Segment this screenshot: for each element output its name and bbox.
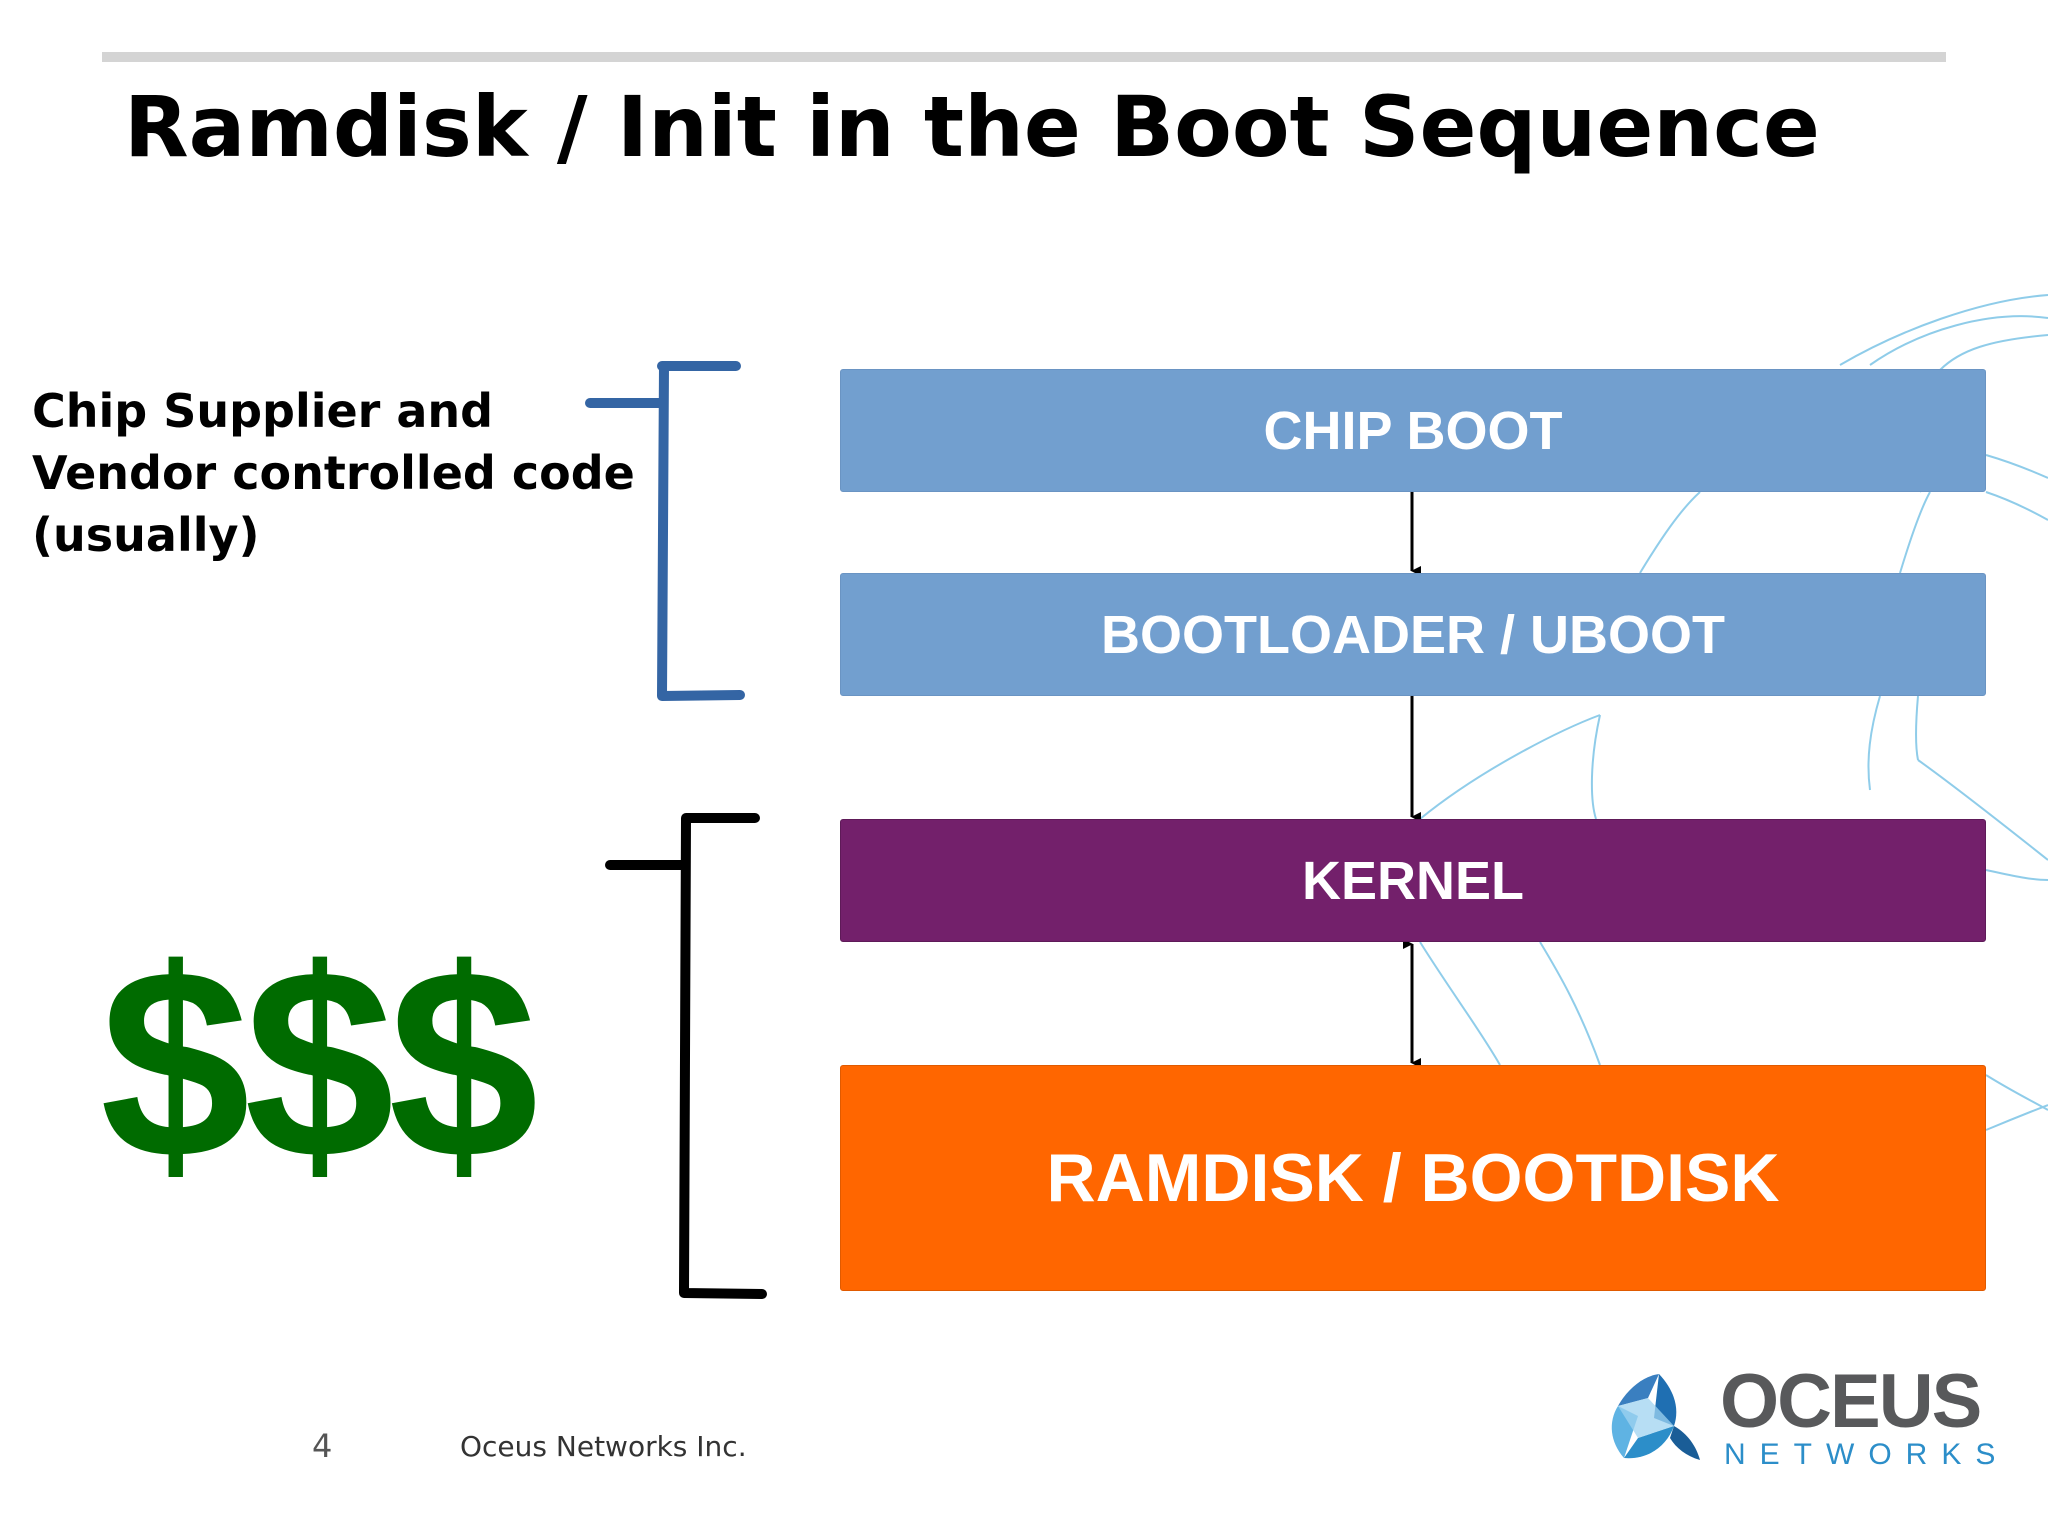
vendor-note-line-3: (usually) [32,508,260,562]
slide-title: Ramdisk / Init in the Boot Sequence [124,78,1820,176]
logo-name: OCEUS [1720,1359,1982,1444]
stage-kernel: KERNEL [840,819,1986,942]
logo-subtitle: NETWORKS [1724,1438,2010,1471]
top-rule [102,52,1946,62]
vendor-note-line-2: Vendor controlled code [32,446,635,500]
stage-ramdisk-label: RAMDISK / BOOTDISK [1046,1140,1780,1216]
stage-ramdisk: RAMDISK / BOOTDISK [840,1065,1986,1291]
vendor-bracket-icon [585,361,745,701]
vendor-note-line-1: Chip Supplier and [32,384,494,438]
money-bracket-icon [605,813,767,1299]
stage-bootloader-label: BOOTLOADER / UBOOT [1101,604,1725,665]
stage-chip-boot-label: CHIP BOOT [1263,400,1563,461]
footer-company: Oceus Networks Inc. [460,1430,747,1463]
money-label: $$$ [100,914,538,1215]
page-number: 4 [312,1427,333,1465]
stage-kernel-label: KERNEL [1301,850,1524,911]
vendor-note: Chip Supplier and Vendor controlled code… [32,380,635,566]
stage-chip-boot: CHIP BOOT [840,369,1986,492]
oceus-logo-icon [1611,1374,1700,1460]
stage-bootloader: BOOTLOADER / UBOOT [840,573,1986,696]
